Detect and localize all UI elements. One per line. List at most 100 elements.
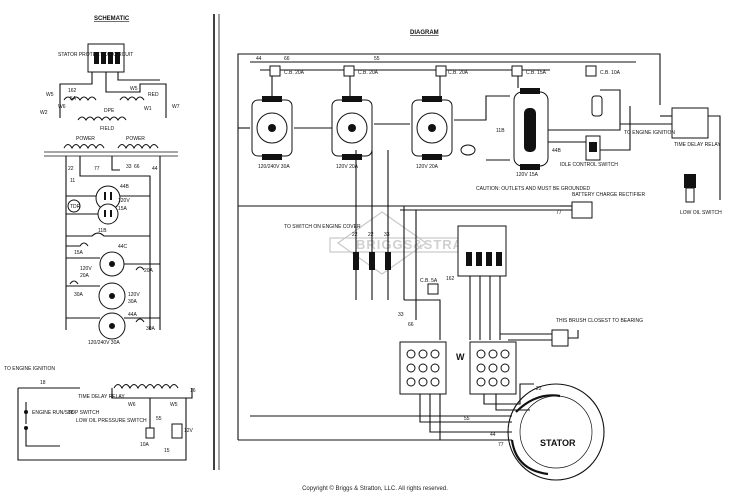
cb-10a: C.B. 10A — [600, 70, 621, 76]
n88-label: 88 — [68, 410, 74, 416]
cb-15a: C.B. 15A — [526, 70, 547, 76]
wire-55: 55 — [374, 56, 380, 62]
stator-protection-note: STATOR PROTECTION CIRCUIT — [58, 52, 133, 58]
breaker-15a — [511, 65, 523, 77]
ground-terminal — [460, 144, 476, 156]
stator-label: STATOR — [540, 438, 576, 448]
low-oil-label: LOW OIL SWITCH — [680, 210, 722, 216]
n44b-label: 44B — [120, 184, 130, 190]
n11-label: 11 — [70, 178, 75, 184]
w7-label: W7 — [172, 104, 180, 110]
rec-120v-a-label: 120V 20A — [336, 164, 359, 170]
n11b-label: 11B — [98, 228, 107, 234]
power-label-2: POWER — [126, 136, 145, 142]
cb-5a: C.B. 5A — [420, 278, 438, 284]
receptacle-120v-20a-2 — [411, 96, 453, 160]
n16-label: 16 — [190, 388, 196, 394]
w6-lower: W6 — [128, 402, 136, 408]
connector-w-pins — [406, 349, 440, 387]
tdr-lower-label: TIME DELAY RELAY — [78, 394, 125, 400]
162-label: 162 — [68, 88, 77, 94]
battery-rectifier — [571, 201, 593, 219]
wire-55-stator: 55 — [464, 416, 470, 422]
breaker-20a-2 — [343, 65, 355, 77]
v12-label: 12V — [184, 428, 194, 434]
connector-1 — [353, 252, 359, 270]
wire-44: 44 — [256, 56, 262, 62]
r120-20-b: 20A — [80, 273, 90, 279]
schematic-title: SCHEMATIC — [94, 16, 130, 22]
receptacle-duplex-120v-15a — [513, 88, 549, 170]
5a-label: 5A — [70, 96, 77, 102]
r120-30-a: 120V — [128, 292, 140, 298]
w5-label: W5 — [46, 92, 54, 98]
module-pin — [94, 52, 99, 64]
power-label-1: POWER — [76, 136, 95, 142]
wire-33: 33 — [384, 232, 390, 238]
duplex-receptacle-lower — [97, 203, 119, 225]
n18-label: 18 — [40, 380, 46, 386]
w6-label: W6 — [58, 104, 66, 110]
breaker-20a-3 — [435, 65, 447, 77]
r120-20-a: 120V — [80, 266, 92, 272]
wire-22: 22 — [352, 232, 358, 238]
n44c-label: 44C — [118, 244, 128, 250]
stator-assembly — [507, 383, 605, 481]
copyright-footer: Copyright © Briggs & Stratton, LLC. All … — [302, 486, 448, 492]
wire-33-harness: 33 — [398, 312, 404, 318]
connector-2 — [369, 252, 375, 270]
a30-label: 30A — [74, 292, 84, 298]
schematic-section: SCHEMATIC STATOR PROTECTION CIRCUIT DPE … — [4, 16, 196, 461]
module-pin — [115, 52, 120, 64]
rec-120v-c-label: 120V 15A — [516, 172, 539, 178]
to-engine-ignition-label: TO ENGINE IGNITION — [4, 366, 55, 372]
wire-66-harness: 66 — [408, 322, 414, 328]
a30b-label: 30A — [146, 326, 156, 332]
a10-label: 10A — [140, 442, 150, 448]
n55-label: 55 — [156, 416, 162, 422]
wire-22-b: 22 — [368, 232, 374, 238]
low-oil-switch — [684, 174, 696, 188]
n44a-label: 44A — [128, 312, 138, 318]
w5-label-b: W5 — [130, 86, 138, 92]
r120-label: 120V — [118, 198, 130, 204]
receptacle-240v-30a — [251, 96, 293, 160]
n66-label: 66 — [134, 164, 140, 170]
r120-30-b: 30A — [128, 299, 138, 305]
to-engine-diagram-label: TO ENGINE IGNITION — [624, 130, 675, 136]
cb-20a-1: C.B. 20A — [284, 70, 305, 76]
breaker-5a — [427, 283, 439, 295]
module-pin — [101, 52, 106, 64]
battery-rectifier-label: BATTERY CHARGE RECTIFIER — [572, 192, 645, 198]
time-delay-relay — [671, 107, 709, 139]
brush-note: THIS BRUSH CLOSEST TO BEARING — [556, 318, 643, 324]
wire-11b: 11B — [496, 128, 505, 134]
wire-77: 77 — [556, 210, 562, 216]
r240-label: 120/240V 30A — [88, 340, 120, 346]
diagram-title: DIAGRAM — [410, 30, 439, 36]
stator-protection-module — [457, 225, 507, 277]
wiring-diagram-section: DIAGRAM C.B. 20A C.B. 20A C.B. 20A C.B. … — [237, 30, 722, 481]
a15-breaker-label: 15A — [74, 250, 84, 256]
caution-label: CAUTION: OUTLETS AND MUST BE GROUNDED — [476, 186, 590, 192]
r15a-label: 15A — [118, 206, 128, 212]
receptacle-120v-20a-1 — [331, 96, 373, 160]
w5-lower: W5 — [170, 402, 178, 408]
engine-switch-label: ENGINE RUN/STOP SWITCH — [32, 410, 100, 416]
n22-label: 22 — [68, 166, 74, 172]
cb-20a-3: C.B. 20A — [448, 70, 469, 76]
to-switch-label: TO SWITCH ON ENGINE COVER — [284, 224, 361, 230]
breaker-20a-1 — [269, 65, 281, 77]
w2-label: W2 — [40, 110, 48, 116]
wire-44-stator: 44 — [490, 432, 496, 438]
wire-77-stator: 77 — [498, 442, 504, 448]
rec-240v-label: 120/240V 30A — [258, 164, 290, 170]
connector-b-pins — [476, 349, 510, 387]
n33-label: 33 — [126, 164, 132, 170]
n44-label: 44 — [152, 166, 158, 172]
battery-12v — [171, 423, 183, 439]
wire-22-stator: 22 — [536, 386, 542, 392]
fuse-holder — [591, 95, 603, 117]
dpe-label: DPE — [104, 108, 115, 114]
